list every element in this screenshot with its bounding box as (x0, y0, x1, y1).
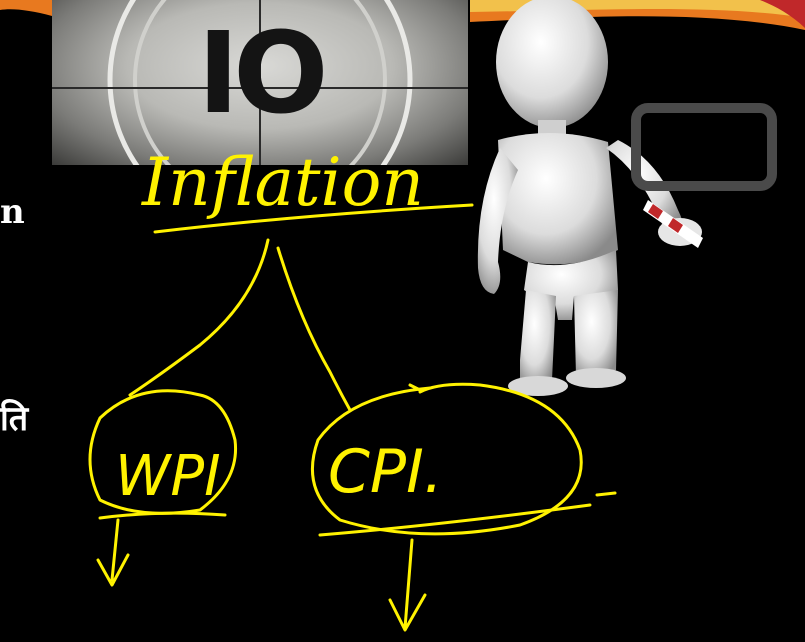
cpi-underline (318, 503, 592, 537)
wpi-underline (98, 511, 227, 520)
ink-mark (595, 491, 617, 497)
wpi-down-arrow (96, 518, 130, 587)
cpi-down-arrow (388, 538, 427, 632)
film-countdown-image: IO (52, 0, 468, 165)
slide-text-fragment: ति (0, 399, 29, 439)
branch-left (128, 238, 270, 397)
wpi-circle (88, 389, 238, 515)
countdown-number: IO (197, 9, 329, 139)
cpi-circle (310, 382, 583, 536)
ink-mark (408, 383, 422, 392)
cpi-label-handwritten: CPI. (328, 437, 443, 507)
presenter-figure-image (477, 0, 777, 396)
branch-right (276, 246, 352, 412)
title-underline (153, 203, 474, 234)
inflation-title-handwritten: Inflation (141, 144, 424, 221)
wpi-label-handwritten: WPI (115, 444, 221, 509)
slide-text-fragment: n (0, 192, 25, 232)
